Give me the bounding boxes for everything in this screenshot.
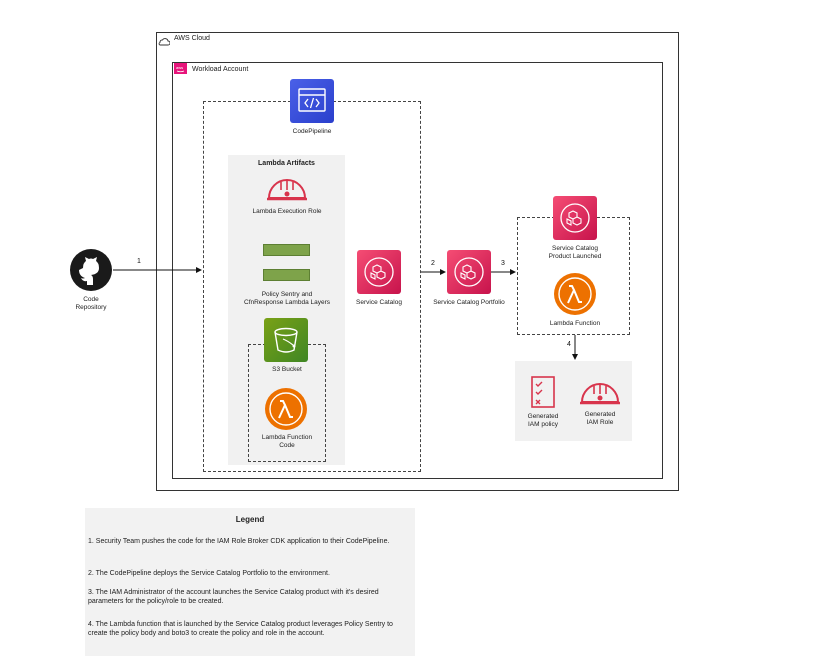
iam-role-helmet-icon <box>578 378 622 408</box>
aws-cloud-icon <box>158 34 171 46</box>
policy-layers-label: Policy Sentry and CfnResponse Lambda Lay… <box>244 291 330 306</box>
lambda-code-icon <box>264 387 308 431</box>
aws-cloud-group <box>156 32 679 491</box>
lambda-function-label: Lambda Function <box>549 320 601 327</box>
service-catalog-product-icon <box>553 196 597 240</box>
s3-bucket-icon <box>264 318 308 362</box>
service-catalog-portfolio-icon <box>447 250 491 294</box>
service-catalog-icon <box>357 250 401 294</box>
github-icon <box>69 248 113 292</box>
lambda-artifacts-label: Lambda Artifacts <box>258 160 315 167</box>
step-1-label: 1 <box>137 258 141 265</box>
workload-account-label: Workload Account <box>192 66 249 73</box>
step-3-label: 3 <box>501 260 505 267</box>
iam-role-helmet-icon <box>265 174 309 204</box>
lambda-layer-bar <box>263 244 310 256</box>
codepipeline-icon <box>290 79 334 123</box>
codepipeline-label: CodePipeline <box>292 128 332 135</box>
generated-iam-policy-label: Generated IAM policy <box>527 413 559 428</box>
step-4-label: 4 <box>567 341 571 348</box>
step-2-label: 2 <box>431 260 435 267</box>
legend-item-1: 1. Security Team pushes the code for the… <box>88 538 390 545</box>
lambda-execution-role-label: Lambda Execution Role <box>252 208 322 215</box>
aws-account-icon: aws <box>174 63 187 74</box>
lambda-icon <box>553 272 597 316</box>
legend-item-2: 2. The CodePipeline deploys the Service … <box>88 570 330 577</box>
legend-item-4: 4. The Lambda function that is launched … <box>88 621 393 637</box>
legend-panel: Legend 1. Security Team pushes the code … <box>85 508 415 656</box>
service-catalog-product-launched-label: Service Catalog Product Launched <box>548 245 602 260</box>
legend-item-3: 3. The IAM Administrator of the account … <box>88 589 379 605</box>
service-catalog-portfolio-label: Service Catalog Portfolio <box>433 299 505 306</box>
svg-text:aws: aws <box>176 65 183 70</box>
code-repository-label: Code Repository <box>75 296 107 311</box>
s3-bucket-label: S3 Bucket <box>272 366 302 373</box>
aws-cloud-label: AWS Cloud <box>174 35 210 42</box>
checklist-icon <box>529 375 557 409</box>
legend-title: Legend <box>235 515 265 524</box>
lambda-layer-bar <box>263 269 310 281</box>
generated-iam-role-label: Generated IAM Role <box>584 411 616 426</box>
lambda-function-code-label: Lambda Function Code <box>261 434 313 449</box>
service-catalog-label: Service Catalog <box>356 299 402 306</box>
